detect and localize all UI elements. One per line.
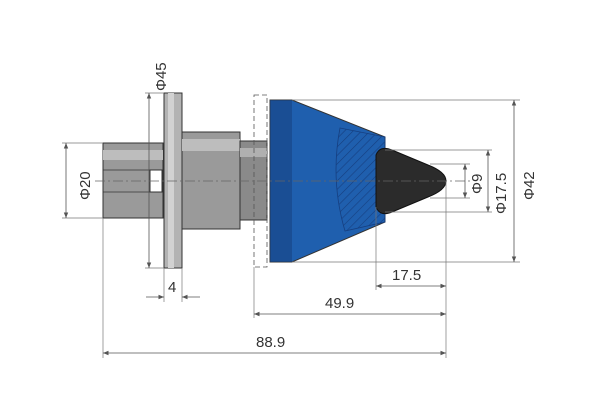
dim-flange-thickness-label: 4 [168, 279, 176, 296]
dim-tip-diameter-label: Φ9 [469, 174, 486, 194]
dim-flange-diameter-label: Φ45 [153, 62, 170, 91]
flange [163, 92, 183, 269]
dim-body-diameter-label: Φ42 [521, 171, 538, 200]
dim-shank-diameter: Φ20 [62, 142, 103, 219]
head-section-hatch [335, 127, 386, 232]
neck [181, 131, 268, 230]
dim-seat-diameter-label: Φ17.5 [493, 173, 510, 214]
dim-tip-diameter: Φ9 [430, 163, 486, 199]
dim-tip-length-label: 17.5 [392, 267, 421, 284]
shank [102, 142, 164, 219]
flange-highlight [168, 93, 174, 268]
shank-highlight [103, 150, 163, 160]
dim-head-length: 49.9 [253, 267, 447, 318]
dim-body-diameter: Φ42 [292, 99, 538, 263]
dim-seat-diameter: Φ17.5 [385, 149, 510, 214]
dim-head-length-label: 49.9 [325, 295, 354, 312]
dim-flange-diameter: Φ45 [145, 62, 170, 269]
dim-shank-diameter-label: Φ20 [77, 171, 94, 200]
dim-tip-length: 17.5 [375, 181, 447, 290]
neck-collar-highlight [182, 139, 240, 151]
dim-overall-length: 88.9 [102, 218, 447, 358]
dim-overall-length-label: 88.9 [256, 334, 285, 351]
dim-flange-thickness: 4 [146, 268, 200, 302]
neck-step-highlight [240, 148, 267, 157]
